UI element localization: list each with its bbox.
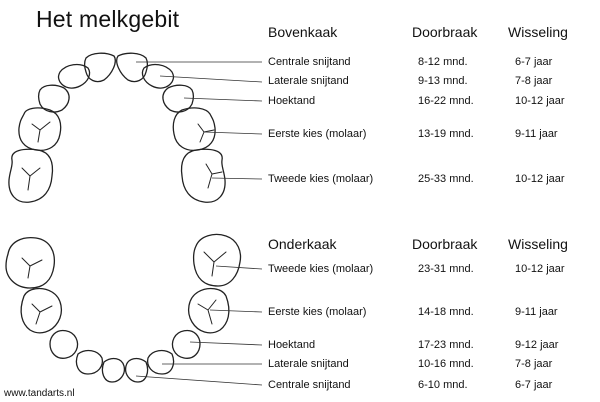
- lower-eruption-header: Doorbraak: [412, 236, 478, 252]
- upper-jaw-heading: Bovenkaak: [268, 24, 338, 40]
- upper-eruption-header: Doorbraak: [412, 24, 478, 40]
- upper-right-lateral-incisor: [141, 63, 175, 89]
- eruption-value: 25-33 mnd.: [418, 173, 474, 185]
- lower-right-lateral-incisor: [146, 349, 175, 375]
- upper-left-first-molar-groove: [31, 121, 51, 143]
- eruption-value: 9-13 mnd.: [418, 75, 468, 87]
- pointer-upper-canine: [183, 97, 263, 102]
- upper-left-central-incisor: [83, 52, 116, 83]
- upper-left-lateral-incisor: [57, 63, 91, 89]
- lower-left-canine: [49, 329, 79, 359]
- tooth-label: Tweede kies (molaar): [268, 173, 374, 185]
- tooth-label: Hoektand: [268, 95, 316, 107]
- lower-right-first-molar-groove: [197, 299, 217, 325]
- eruption-value: 16-22 mnd.: [418, 95, 474, 107]
- tooth-label: Hoektand: [268, 339, 316, 351]
- pointer-lower-first-molar: [209, 309, 263, 313]
- lower-left-central-incisor: [101, 357, 126, 383]
- shedding-value: 7-8 jaar: [515, 75, 553, 87]
- shedding-value: 9-12 jaar: [515, 339, 559, 351]
- lower-right-canine: [171, 329, 201, 359]
- lower-shedding-header: Wisseling: [508, 236, 568, 252]
- pointer-lower-central-incisor: [135, 375, 263, 386]
- upper-right-first-molar: [172, 107, 216, 152]
- eruption-value: 14-18 mnd.: [418, 306, 474, 318]
- upper-right-first-molar-groove: [197, 123, 215, 143]
- upper-left-second-molar-groove: [21, 167, 41, 191]
- tooth-label: Tweede kies (molaar): [268, 263, 374, 275]
- pointer-lines: [135, 61, 263, 386]
- shedding-value: 7-8 jaar: [515, 358, 553, 370]
- lower-right-second-molar: [192, 233, 242, 287]
- pointer-lower-second-molar: [215, 265, 263, 270]
- upper-right-second-molar-groove: [205, 163, 223, 189]
- upper-shedding-header: Wisseling: [508, 24, 568, 40]
- source-url: www.tandarts.nl: [4, 388, 75, 399]
- shedding-value: 9-11 jaar: [515, 128, 558, 140]
- tooth-label: Centrale snijtand: [268, 379, 351, 391]
- lower-left-second-molar: [5, 236, 56, 289]
- lower-left-first-molar: [20, 287, 63, 334]
- pointer-upper-second-molar: [211, 177, 263, 180]
- shedding-value: 10-12 jaar: [515, 95, 565, 107]
- upper-left-canine: [37, 84, 70, 113]
- lower-right-first-molar: [187, 287, 230, 334]
- shedding-value: 9-11 jaar: [515, 306, 558, 318]
- tooth-label: Centrale snijtand: [268, 56, 351, 68]
- shedding-value: 10-12 jaar: [515, 263, 565, 275]
- shedding-value: 10-12 jaar: [515, 173, 565, 185]
- eruption-value: 6-10 mnd.: [418, 379, 468, 391]
- eruption-value: 17-23 mnd.: [418, 339, 474, 351]
- lower-right-central-incisor: [124, 357, 149, 383]
- lower-left-second-molar-groove: [21, 257, 43, 279]
- shedding-value: 6-7 jaar: [515, 379, 553, 391]
- page-title: Het melkgebit: [36, 6, 180, 32]
- tooth-label: Eerste kies (molaar): [268, 306, 367, 318]
- upper-left-first-molar: [18, 107, 62, 152]
- pointer-lower-canine: [189, 341, 263, 346]
- tooth-label: Laterale snijtand: [268, 358, 349, 370]
- lower-left-first-molar-groove: [31, 303, 53, 325]
- pointer-upper-first-molar: [203, 131, 263, 135]
- lower-jaw-arch: [5, 233, 242, 383]
- upper-right-central-incisor: [116, 52, 149, 83]
- lower-right-second-molar-groove: [203, 251, 227, 277]
- upper-jaw-arch: [8, 52, 226, 203]
- eruption-value: 8-12 mnd.: [418, 56, 468, 68]
- lower-jaw-heading: Onderkaak: [268, 236, 337, 252]
- upper-right-canine: [162, 84, 195, 113]
- tooth-label: Laterale snijtand: [268, 75, 349, 87]
- lower-left-lateral-incisor: [75, 349, 104, 375]
- eruption-value: 10-16 mnd.: [418, 358, 474, 370]
- eruption-value: 13-19 mnd.: [418, 128, 474, 140]
- pointer-upper-lateral-incisor: [159, 75, 263, 83]
- eruption-value: 23-31 mnd.: [418, 263, 474, 275]
- upper-right-second-molar: [180, 148, 226, 203]
- tooth-label: Eerste kies (molaar): [268, 128, 367, 140]
- shedding-value: 6-7 jaar: [515, 56, 553, 68]
